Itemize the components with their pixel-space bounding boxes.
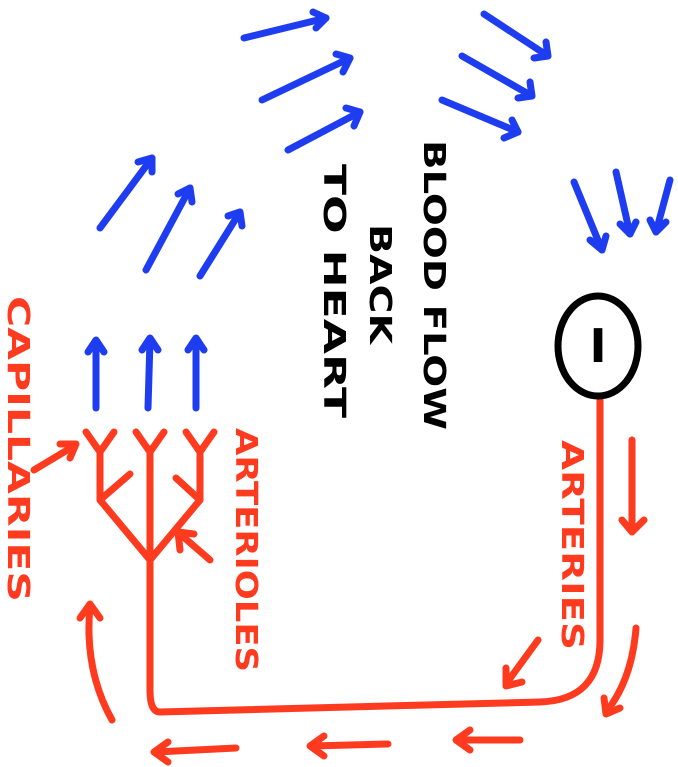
capillary-tip bbox=[182, 428, 218, 456]
blue-arrow bbox=[84, 336, 108, 412]
blue-arrow bbox=[438, 96, 522, 142]
blue-arrow bbox=[196, 208, 246, 280]
blood-flow-label-line1: BLOOD FLOW bbox=[416, 140, 451, 430]
blue-arrow bbox=[142, 184, 196, 274]
blue-arrow bbox=[480, 10, 552, 62]
blue-arrow bbox=[284, 104, 364, 154]
arterial-network bbox=[82, 396, 604, 716]
blue-arrow bbox=[458, 52, 536, 102]
artery-vessel bbox=[146, 396, 604, 716]
blue-arrow bbox=[646, 176, 674, 236]
red-arrow bbox=[174, 528, 214, 564]
heart-marker: I bbox=[554, 292, 642, 400]
red-arrow bbox=[306, 732, 392, 760]
capillary-tip bbox=[82, 428, 118, 456]
red-arrow bbox=[76, 600, 116, 724]
blue-arrow bbox=[138, 334, 162, 412]
blue-arrow bbox=[570, 178, 610, 254]
blue-arrow bbox=[612, 168, 640, 238]
red-arrow bbox=[600, 624, 640, 718]
red-arrow bbox=[502, 636, 542, 690]
blue-arrow bbox=[258, 50, 354, 104]
red-arrow bbox=[452, 726, 524, 754]
arteriole-branch-left bbox=[96, 448, 154, 564]
arterioles-label: ARTERIOLES bbox=[228, 428, 263, 672]
capillaries-label: CAPILLARIES bbox=[0, 296, 35, 602]
arterial-flow-arrows bbox=[30, 436, 648, 766]
red-arrow bbox=[618, 436, 648, 536]
red-arrow bbox=[30, 440, 80, 474]
blue-arrow bbox=[96, 154, 156, 232]
heart-circle bbox=[554, 292, 642, 400]
blood-flow-label-line3: TO HEART bbox=[316, 164, 351, 419]
blood-flow-label-line2: BACK bbox=[362, 224, 397, 346]
blue-arrow bbox=[240, 8, 330, 42]
heart-label: I bbox=[589, 319, 606, 373]
venous-return-arrows bbox=[84, 8, 674, 412]
capillary-tip bbox=[132, 428, 168, 456]
blue-arrow bbox=[184, 334, 208, 412]
arteries-label: ARTERIES bbox=[554, 440, 589, 650]
red-arrow bbox=[150, 738, 240, 766]
